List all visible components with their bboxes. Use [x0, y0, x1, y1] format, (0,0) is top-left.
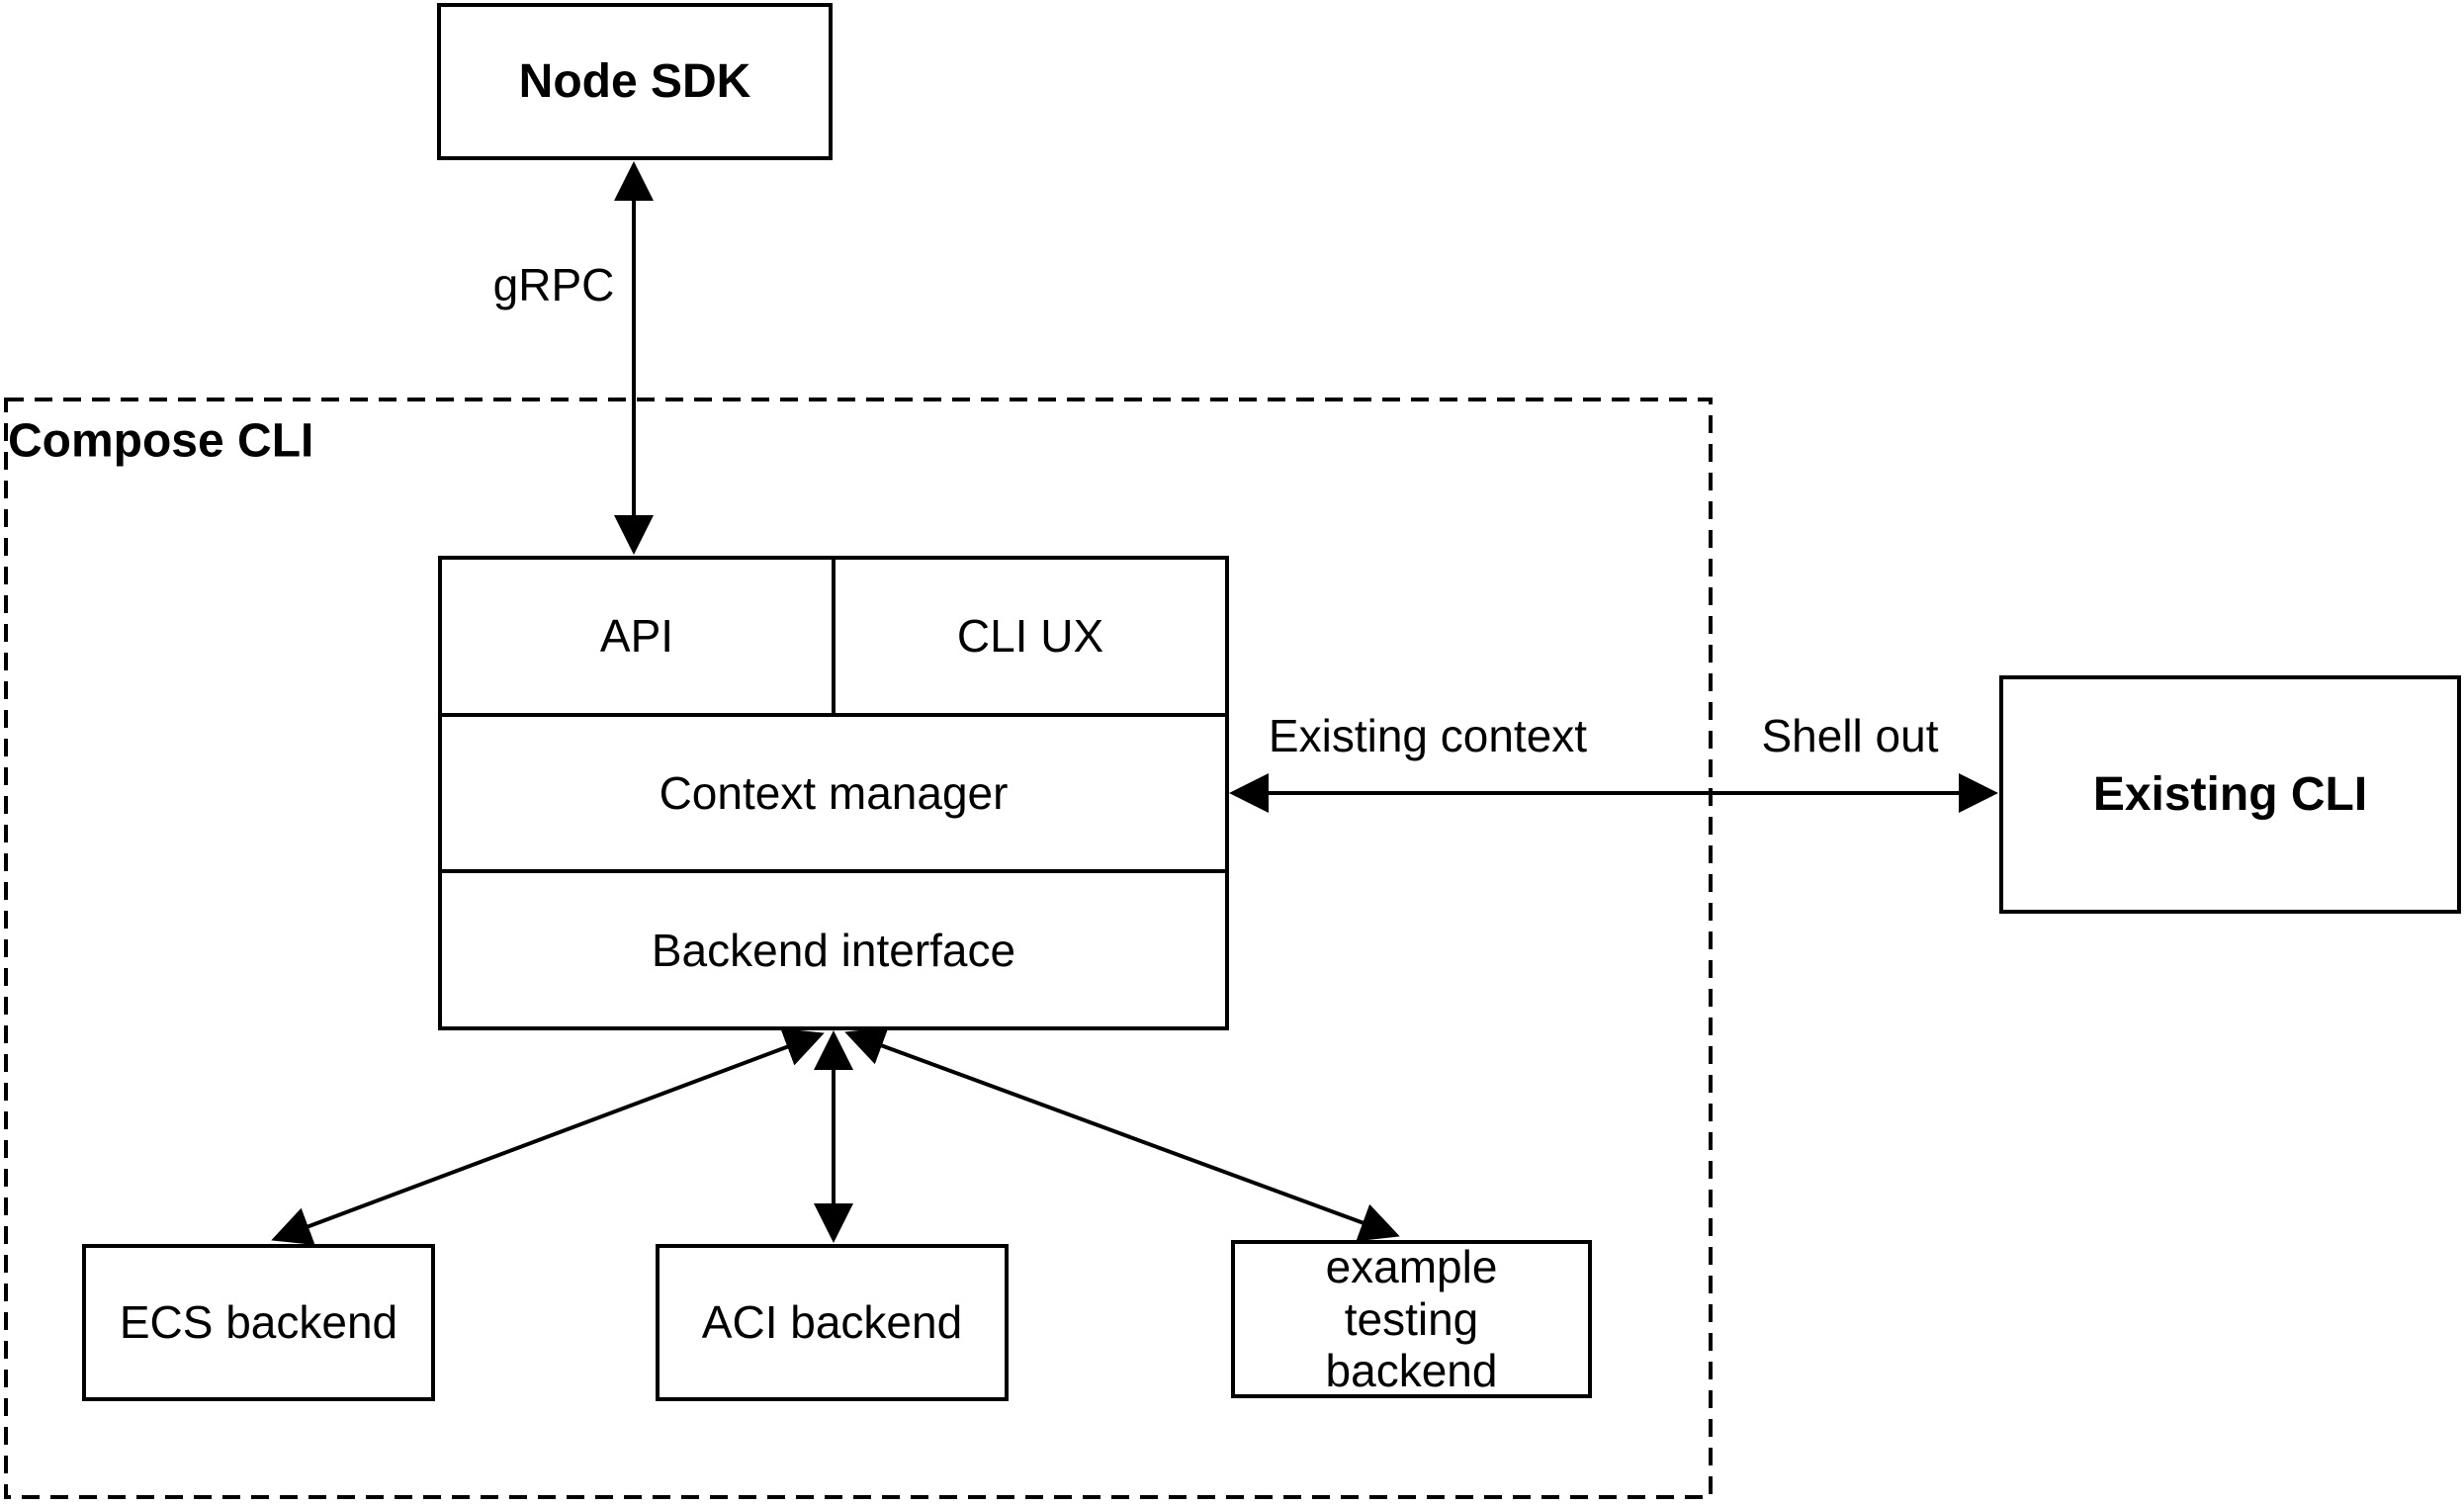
ecs-backend-box: ECS backend: [82, 1244, 435, 1401]
cli-ux-label: CLI UX: [956, 610, 1104, 663]
backend-interface-cell: Backend interface: [442, 873, 1225, 1026]
ecs-backend-label: ECS backend: [119, 1296, 398, 1349]
node-sdk-box: Node SDK: [437, 3, 833, 160]
shell-out-edge-label: Shell out: [1761, 710, 1939, 761]
api-cell: API: [442, 560, 836, 713]
example-testing-backend-box: example testing backend: [1231, 1240, 1592, 1398]
context-manager-cell: Context manager: [442, 717, 1225, 870]
aci-backend-box: ACI backend: [656, 1244, 1009, 1401]
compose-cli-stack: API CLI UX Context manager Backend inter…: [438, 556, 1229, 1030]
compose-cli-group-label: Compose CLI: [8, 414, 314, 468]
stack-top-row: API CLI UX: [442, 560, 1225, 717]
example-testing-backend-arrow: [844, 1026, 1400, 1242]
context-manager-row: Context manager: [442, 717, 1225, 874]
cli-ux-cell: CLI UX: [836, 560, 1225, 713]
existing-context-edge-label: Existing context: [1268, 710, 1588, 761]
example-testing-backend-label: example testing backend: [1325, 1240, 1498, 1397]
node-sdk-label: Node SDK: [518, 54, 751, 108]
api-label: API: [599, 610, 674, 663]
existing-cli-label: Existing CLI: [2092, 767, 2368, 821]
ecs-backend-arrow: [271, 1027, 825, 1246]
grpc-edge-label: gRPC: [492, 259, 615, 310]
aci-backend-label: ACI backend: [701, 1296, 963, 1349]
backend-interface-label: Backend interface: [651, 924, 1016, 976]
context-manager-label: Context manager: [659, 767, 1009, 819]
existing-cli-box: Existing CLI: [1999, 675, 2461, 914]
backend-interface-row: Backend interface: [442, 873, 1225, 1026]
